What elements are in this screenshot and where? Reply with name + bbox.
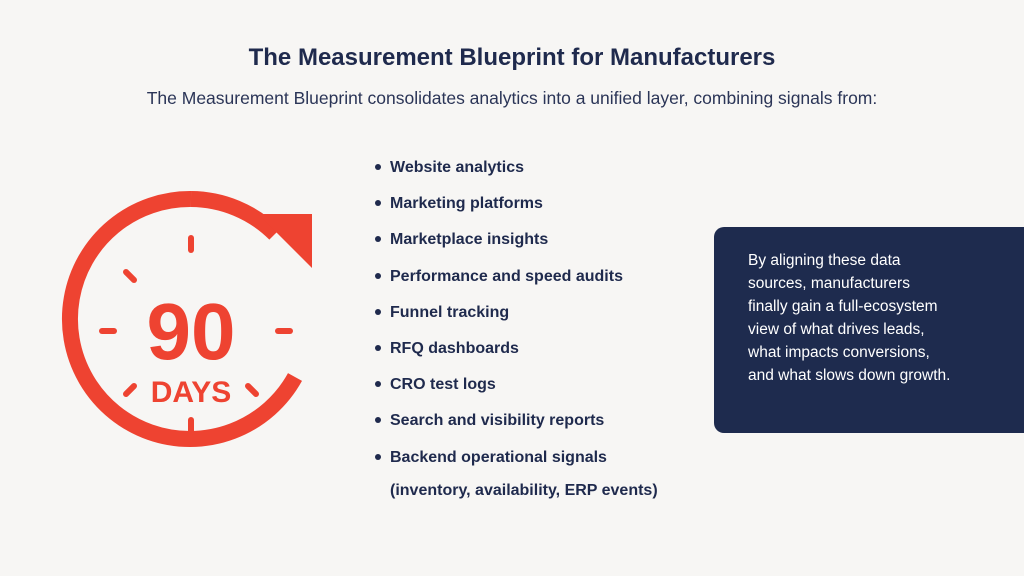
list-item-label: Funnel tracking — [390, 303, 510, 321]
page-subtitle: The Measurement Blueprint consolidates a… — [146, 88, 878, 108]
bullet-icon — [375, 200, 381, 207]
clock-ticks — [99, 235, 293, 435]
page-title: The Measurement Blueprint for Manufactur… — [248, 44, 776, 71]
arrow-head-icon — [258, 214, 312, 268]
ninety-days-graphic: 90 DAYS — [61, 190, 312, 447]
countdown-clock-icon: 90 DAYS — [60, 188, 322, 450]
list-item: Performance and speed audits — [374, 263, 658, 299]
bullet-icon — [375, 417, 381, 424]
days-label: DAYS — [151, 376, 232, 409]
list-item: Backend operational signals (inventory, a… — [374, 444, 658, 514]
list-item-continuation: (inventory, availability, ERP events) — [390, 481, 658, 499]
list-item-label: Backend operational signals — [390, 448, 607, 466]
list-item: Marketing platforms — [374, 190, 658, 226]
bullet-icon — [375, 236, 381, 243]
list-item-label: RFQ dashboards — [390, 339, 519, 357]
tick-8 — [123, 383, 137, 397]
signal-list: Website analytics Marketing platforms Ma… — [374, 154, 658, 514]
bullet-icon — [375, 272, 381, 279]
days-number: 90 — [147, 287, 236, 376]
callout-card: By aligning these data sources, manufact… — [714, 227, 1024, 433]
list-item: Website analytics — [374, 154, 658, 190]
tick-4 — [245, 383, 259, 397]
list-item-label: Website analytics — [390, 159, 524, 176]
bullet-icon — [375, 453, 381, 460]
list-item-label: Marketing platforms — [390, 195, 543, 213]
list-item: RFQ dashboards — [374, 335, 658, 371]
tick-10 — [123, 269, 137, 283]
list-item: Funnel tracking — [374, 299, 658, 335]
clock-arc — [61, 190, 302, 447]
clock-arc-top — [190, 191, 281, 240]
list-item-label: Search and visibility reports — [390, 412, 605, 430]
list-item-label: CRO test logs — [390, 376, 496, 394]
list-item-label: Performance and speed audits — [390, 267, 623, 285]
bullet-icon — [375, 164, 381, 170]
list-item: CRO test logs — [374, 371, 658, 407]
bullet-icon — [375, 308, 381, 315]
list-item-label: Marketplace insights — [390, 231, 549, 249]
callout-text: By aligning these data sources, manufact… — [748, 252, 951, 384]
bullet-icon — [375, 381, 381, 388]
list-item: Search and visibility reports — [374, 407, 658, 443]
bullet-icon — [375, 344, 381, 351]
list-item: Marketplace insights — [374, 226, 658, 262]
